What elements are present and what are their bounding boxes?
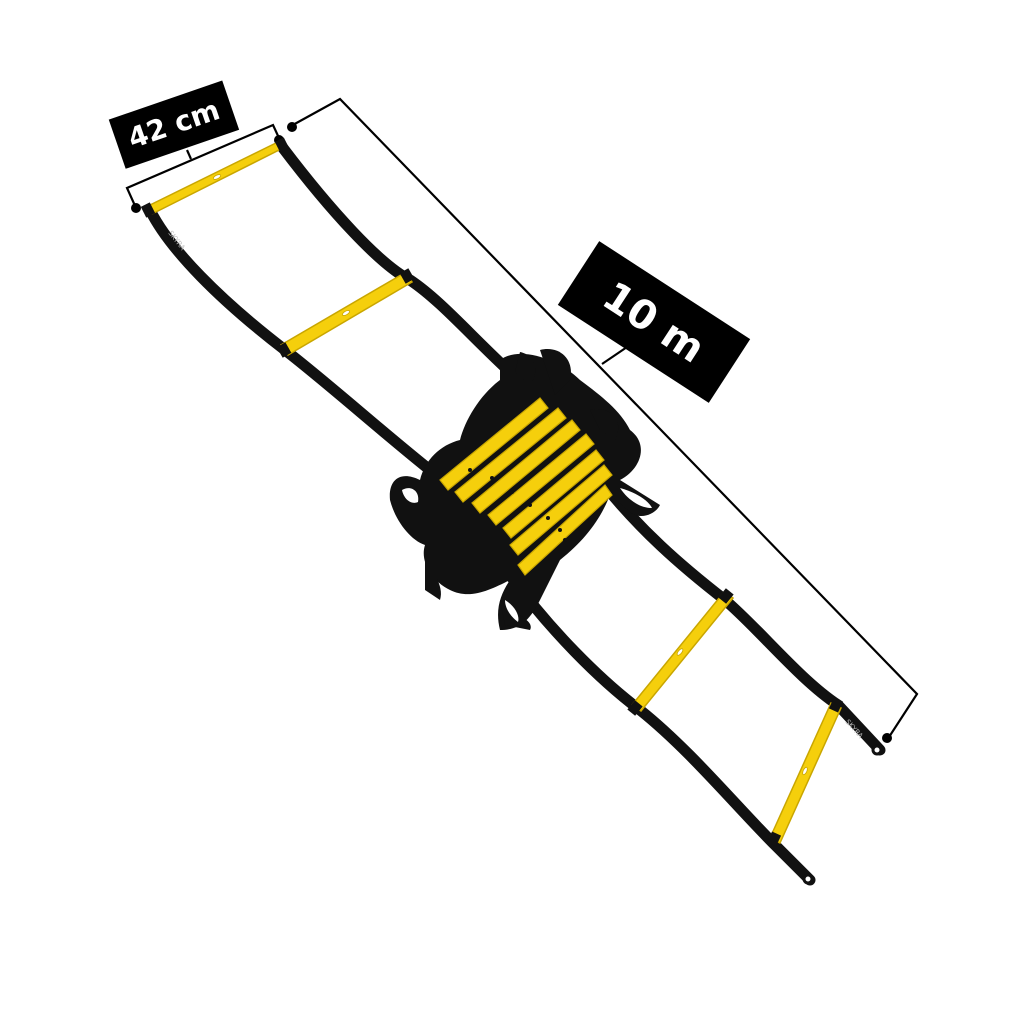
rung-slots bbox=[212, 174, 808, 776]
length-endpoint-bottom bbox=[882, 733, 892, 743]
rung bbox=[509, 464, 613, 556]
length-label-box bbox=[557, 241, 751, 403]
length-label: 10 m bbox=[557, 241, 751, 403]
rung bbox=[439, 397, 549, 491]
width-label-leader bbox=[185, 149, 193, 160]
rung bbox=[502, 449, 605, 539]
width-label: 42 cm bbox=[108, 80, 240, 169]
rung bbox=[471, 419, 581, 514]
rung bbox=[454, 407, 567, 503]
ladder-rungs bbox=[140, 137, 844, 847]
dimension-endpoints bbox=[131, 122, 892, 743]
width-label-box bbox=[108, 80, 240, 169]
rung bbox=[487, 433, 595, 526]
left-strap-lower bbox=[504, 569, 816, 886]
strap-end-loops bbox=[802, 744, 883, 885]
left-strap-upper bbox=[144, 204, 461, 504]
length-dimension-bracket bbox=[290, 97, 919, 738]
rung bbox=[517, 484, 613, 576]
length-endpoint-top bbox=[287, 122, 297, 132]
width-dimension-bracket bbox=[125, 123, 280, 209]
bundle-highlights bbox=[402, 488, 652, 622]
bundle-rung-slots bbox=[468, 468, 567, 542]
width-endpoint-left bbox=[131, 203, 141, 213]
strap-end-loop bbox=[802, 873, 814, 885]
strap-end-loop bbox=[871, 744, 883, 756]
